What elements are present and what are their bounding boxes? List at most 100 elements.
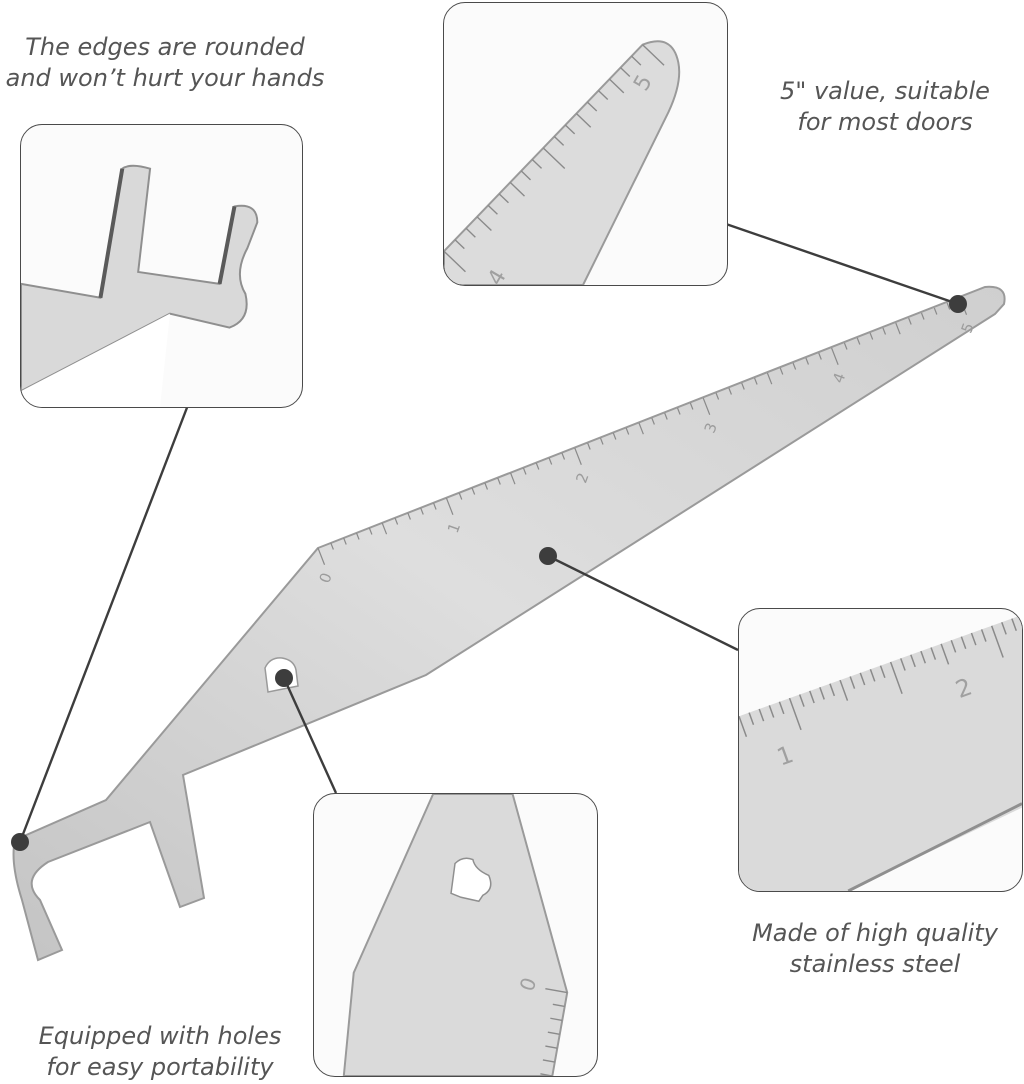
tick-mark: [454, 239, 465, 250]
inset-tip-steel: [444, 40, 681, 285]
tick-mark: [676, 407, 681, 415]
tick-mark: [498, 193, 509, 204]
tick-mark: [476, 216, 492, 232]
caption-line: for easy portability: [46, 1053, 274, 1081]
inset-carry-hole: 0: [313, 793, 598, 1077]
tick-mark: [484, 482, 489, 490]
tick-mark: [715, 392, 720, 400]
tick-mark: [869, 668, 876, 682]
tick-mark: [547, 1031, 560, 1035]
tick-mark: [394, 517, 399, 525]
inset-ruler-markings: 1 2: [738, 608, 1023, 892]
leader-lines: [18, 222, 959, 843]
tick-mark: [497, 477, 501, 485]
caption-line: and won’t hurt your hands: [5, 64, 325, 92]
tick-mark: [739, 715, 748, 738]
inset-hole-cutout: [450, 857, 492, 903]
tick-mark: [940, 643, 950, 665]
tick-mark: [728, 387, 732, 395]
caption-line: The edges are rounded: [25, 33, 305, 61]
tick-mark: [552, 1003, 565, 1008]
tick-mark: [638, 422, 644, 435]
tick-mark: [343, 537, 347, 545]
caption-line: stainless steel: [789, 950, 961, 978]
tick-mark: [471, 487, 476, 495]
inset-hole-ticks: [540, 987, 568, 1076]
tick-mark: [642, 44, 665, 66]
tick-mark: [651, 417, 655, 425]
tick-mark: [553, 135, 565, 146]
tick-mark: [620, 67, 631, 78]
tick-mark: [330, 542, 334, 550]
tick-mark: [631, 55, 642, 66]
tick-mark: [535, 462, 540, 470]
tick-mark: [788, 697, 802, 731]
inset-ruler-ticks: [739, 614, 1022, 738]
tick-mark: [946, 302, 951, 310]
tick-mark: [407, 512, 411, 520]
tick-mark: [664, 412, 668, 420]
tick-mark: [970, 632, 977, 646]
tick-mark: [831, 347, 839, 365]
tick-mark: [910, 654, 916, 668]
tick-mark: [930, 647, 937, 660]
tick-mark: [882, 327, 887, 335]
tick-mark: [879, 665, 886, 678]
tick-mark: [548, 457, 553, 465]
tick-mark: [540, 1073, 553, 1076]
tick-mark: [933, 307, 938, 315]
tick-mark: [990, 625, 1004, 658]
tick-mark: [798, 694, 805, 707]
tick-mark: [980, 629, 987, 642]
tick-mark: [520, 170, 532, 181]
tick-mark: [856, 337, 861, 345]
caption-holes: Equipped with holes for easy portability: [10, 1021, 310, 1083]
tick-mark: [758, 708, 765, 722]
tick-mark: [625, 427, 630, 435]
tick-mark: [510, 472, 516, 485]
tick-mark: [597, 90, 609, 101]
tick-mark: [317, 547, 326, 565]
tick-mark: [950, 640, 957, 653]
tick-mark: [895, 322, 901, 335]
tick-mark: [487, 204, 498, 215]
tick-mark: [819, 687, 825, 700]
tick-mark: [420, 507, 424, 515]
inset-tip-ticks: [444, 44, 665, 273]
tick-mark: [381, 522, 388, 535]
inset-steel-edge: [21, 164, 259, 393]
tick-mark: [818, 352, 822, 360]
tick-mark: [609, 78, 625, 94]
tick-mark: [702, 397, 711, 415]
tick-mark: [920, 650, 927, 664]
caption-line: Equipped with holes: [38, 1022, 282, 1050]
tick-mark: [778, 701, 785, 715]
tick-mark: [575, 113, 592, 128]
tick-mark: [355, 532, 360, 540]
tick-mark: [869, 332, 874, 340]
tick-mark: [741, 382, 745, 390]
tick-mark: [542, 147, 566, 170]
tick-mark: [839, 679, 849, 701]
tick-mark: [445, 497, 454, 515]
tick-mark: [748, 712, 755, 726]
leader-dots: [11, 295, 967, 851]
caption-stainless-steel: Made of high quality stainless steel: [730, 918, 1020, 980]
tick-mark: [542, 1059, 555, 1063]
tick-mark: [564, 124, 576, 135]
caption-line: Made of high quality: [752, 919, 998, 947]
tick-mark: [586, 101, 598, 112]
tick-mark: [843, 342, 848, 350]
caption-line: 5" value, suitable: [780, 77, 990, 105]
tick-mark: [689, 402, 694, 410]
tick-mark: [908, 317, 912, 325]
tick-mark: [368, 527, 373, 535]
tick-mark: [766, 372, 773, 385]
tick-mark: [458, 492, 463, 500]
tick-mark: [545, 987, 568, 994]
tick-mark: [768, 705, 775, 718]
tick-mark: [859, 672, 866, 686]
tick-mark: [612, 432, 617, 440]
tick-mark: [531, 158, 543, 169]
